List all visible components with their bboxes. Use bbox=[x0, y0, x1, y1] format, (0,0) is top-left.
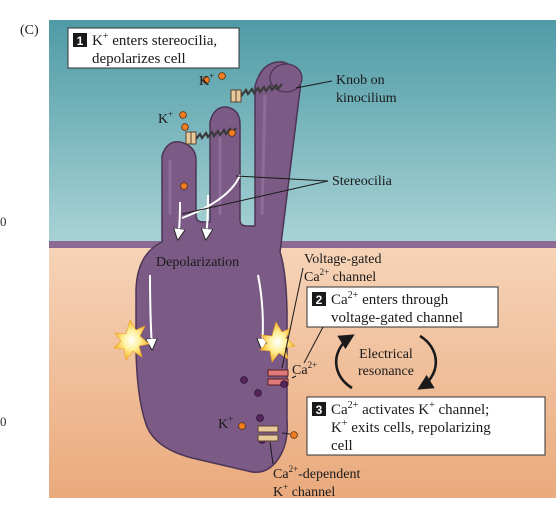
ca-ion-label: Ca2+ bbox=[292, 360, 317, 378]
step-2-text-line2: voltage-gated channel bbox=[331, 310, 463, 326]
potassium-ion bbox=[218, 72, 226, 80]
tip-link bbox=[235, 82, 283, 98]
kinocilium-knob bbox=[269, 63, 303, 93]
step-number: 1 bbox=[77, 34, 84, 48]
step-3-box: 3 Ca2+ activates K+ channel; K+ exits ce… bbox=[306, 396, 546, 456]
step-2-box: 2 Ca2+ enters through voltage-gated chan… bbox=[306, 286, 499, 328]
kca-label-line1: Ca2+-dependent bbox=[273, 464, 360, 482]
apical-membrane-band bbox=[49, 241, 556, 248]
current-flow-arrow bbox=[181, 174, 241, 219]
step-number: 2 bbox=[316, 293, 323, 307]
potassium-ion bbox=[238, 422, 246, 430]
k-ion-label: K+ bbox=[158, 109, 173, 127]
step-3-text-line1: Ca2+ activates K+ channel; bbox=[331, 400, 489, 418]
knob-leader-line bbox=[295, 80, 333, 89]
current-flow-arrow bbox=[178, 201, 180, 238]
k-exit-arrow bbox=[281, 432, 291, 435]
edge-mark: 0 bbox=[0, 214, 7, 229]
current-flow-arrow bbox=[206, 194, 208, 238]
step-2-text-line1: Ca2+ enters through bbox=[331, 290, 449, 308]
step-3-text-line2: K+ exits cells, repolarizing bbox=[331, 418, 491, 436]
voltage-gated-calcium-channel bbox=[267, 369, 289, 386]
stereocilia-label: Stereocilia bbox=[332, 174, 393, 189]
stereocilia-leader-line bbox=[235, 175, 329, 182]
vgcc-label-line1: Voltage-gated bbox=[304, 252, 382, 267]
ca-entry-tick bbox=[291, 375, 297, 379]
calcium-ion bbox=[254, 389, 262, 397]
potassium-ion bbox=[181, 123, 189, 131]
hair-cell-body bbox=[135, 61, 301, 474]
k-ion-label: K+ bbox=[218, 414, 233, 432]
depolarization-arrow bbox=[150, 274, 152, 348]
potassium-ion bbox=[228, 129, 236, 137]
vgcc-leader-line bbox=[281, 267, 304, 369]
potassium-ion bbox=[179, 111, 187, 119]
depolarization-arrow bbox=[258, 274, 263, 348]
step-number-badge bbox=[312, 402, 326, 416]
depolarization-label: Depolarization bbox=[156, 255, 239, 270]
k-ion-label: K+ bbox=[199, 71, 214, 89]
resonance-arrow-right bbox=[417, 334, 438, 390]
calcium-ion bbox=[280, 380, 288, 388]
step-3-text-line3: cell bbox=[331, 438, 353, 454]
potassium-ion bbox=[202, 76, 210, 84]
step-2-leader-line bbox=[303, 326, 324, 364]
step-number: 3 bbox=[316, 403, 323, 417]
mechanotransduction-channel bbox=[185, 131, 197, 145]
electrical-resonance-line1: Electrical bbox=[359, 347, 413, 362]
stereocilium-highlight bbox=[260, 94, 267, 216]
tip-link bbox=[189, 126, 237, 142]
step-1-text-line2: depolarizes cell bbox=[92, 51, 186, 67]
step-number-badge bbox=[312, 292, 326, 306]
kca-leader-line bbox=[269, 441, 274, 465]
knob-label-line2: kinocilium bbox=[336, 91, 397, 106]
step-1-text-line1: K+ enters stereocilia, bbox=[92, 31, 217, 49]
resonance-arrow-left bbox=[334, 334, 355, 390]
edge-mark: 0 bbox=[0, 414, 7, 429]
stereocilia-leader-line bbox=[181, 180, 329, 215]
calcium-ion bbox=[256, 414, 264, 422]
electrical-resonance-line2: resonance bbox=[358, 364, 414, 379]
potassium-ion bbox=[180, 182, 188, 190]
step-number-badge bbox=[73, 33, 87, 47]
mechanotransduction-channel bbox=[230, 89, 242, 103]
calcium-dependent-potassium-channel bbox=[257, 425, 279, 442]
vgcc-label-line2: Ca2+ channel bbox=[304, 267, 376, 285]
panel-label: (C) bbox=[20, 23, 39, 38]
step-1-box: 1 K+ enters stereocilia, depolarizes cel… bbox=[67, 27, 240, 69]
kca-label-line2: K+ channel bbox=[273, 482, 335, 500]
calcium-ion bbox=[240, 376, 248, 384]
knob-label-line1: Knob on bbox=[336, 73, 385, 88]
flash-icon bbox=[113, 319, 150, 361]
potassium-ion bbox=[290, 431, 298, 439]
